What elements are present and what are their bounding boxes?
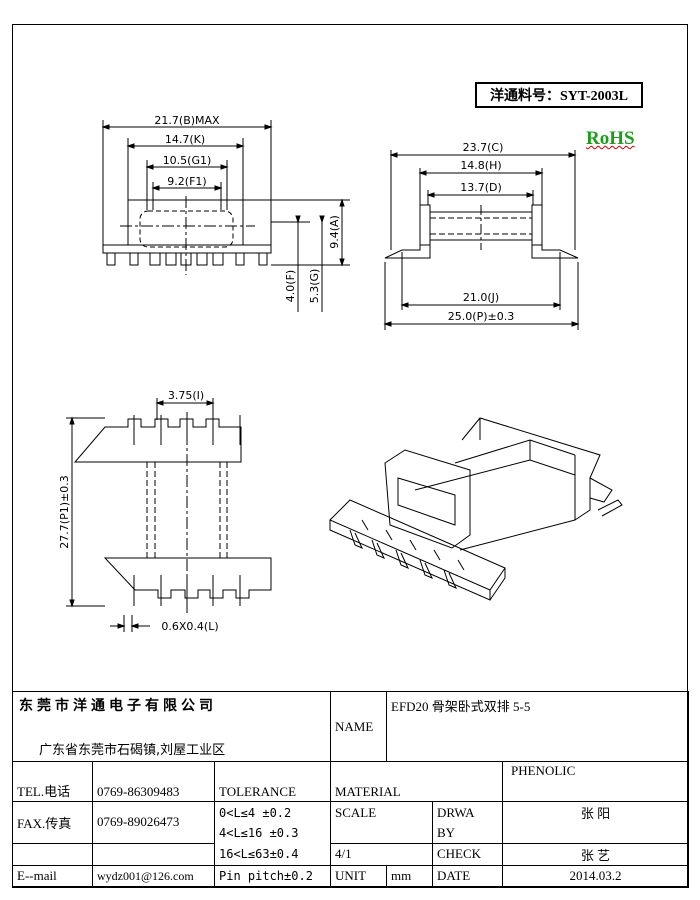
material-value: PHENOLIC — [501, 761, 690, 802]
check-value: 张 艺 — [501, 842, 690, 866]
dim-p: 25.0(P)±0.3 — [448, 310, 514, 323]
email-label: E--mail — [12, 864, 93, 888]
technical-drawing: 21.7(B)MAX 14.7(K) 10.5(G1) 9.2(F1) 9.4(… — [58, 114, 623, 633]
check-label: CHECK — [432, 842, 503, 866]
drawn-by-label-1: DRWA — [432, 801, 503, 823]
unit-value: mm — [386, 864, 433, 888]
drawn-by-value: 张 阳 — [501, 801, 690, 823]
dim-f1: 9.2(F1) — [167, 175, 206, 188]
dim-b-max: 21.7(B)MAX — [154, 114, 220, 127]
dim-j: 21.0(J) — [463, 291, 499, 304]
dim-f: 4.0(F) — [284, 270, 297, 302]
date-label: DATE — [432, 864, 503, 888]
name-label: NAME — [330, 691, 387, 762]
pin-pitch: Pin pitch±0.2 — [214, 864, 331, 888]
rohs-mark: RoHS — [586, 128, 635, 149]
drawn-by-spacer — [501, 823, 690, 844]
fax-label: FAX.传真 — [12, 801, 93, 844]
scale-label: SCALE — [330, 801, 433, 823]
tolerance-range-3: 16<L≤63±0.4 — [214, 843, 331, 866]
dim-l: 0.6X0.4(L) — [161, 620, 218, 633]
dim-d: 13.7(D) — [460, 181, 502, 194]
scale-spacer — [330, 823, 433, 844]
side-view — [383, 150, 580, 330]
tolerance-range-2: 4<L≤16 ±0.3 — [214, 823, 331, 843]
company-address: 广东省东莞市石碣镇,刘屋工业区 — [39, 743, 226, 758]
fax-value: 0769-89026473 — [92, 801, 215, 844]
tel-label: TEL.电话 — [12, 761, 93, 802]
company-cell: 东莞市洋通电子有限公司 广东省东莞市石碣镇,刘屋工业区 — [12, 691, 331, 762]
email-value: wydz001@126.com — [92, 864, 215, 888]
tel-value: 0769-86309483 — [92, 761, 215, 802]
company-name: 东莞市洋通电子有限公司 — [19, 698, 217, 714]
dim-a: 9.4(A) — [328, 215, 341, 249]
drawn-by-label-2: BY — [432, 823, 503, 844]
tolerance-label: TOLERANCE — [214, 761, 331, 802]
fax-spacer-2 — [92, 843, 215, 865]
fax-spacer-1 — [12, 843, 93, 865]
bottom-view — [66, 398, 272, 632]
title-block: 东莞市洋通电子有限公司 广东省东莞市石碣镇,刘屋工业区 NAME EFD20 骨… — [12, 691, 690, 888]
scale-value: 4/1 — [330, 842, 433, 866]
tolerance-range-1: 0<L≤4 ±0.2 — [214, 801, 331, 823]
material-label: MATERIAL — [330, 761, 503, 802]
dim-i: 3.75(I) — [168, 389, 204, 402]
name-value: EFD20 骨架卧式双排 5-5 — [385, 691, 690, 762]
dim-c: 23.7(C) — [463, 141, 504, 154]
isometric-view — [329, 417, 623, 601]
date-value: 2014.03.2 — [501, 864, 690, 888]
dim-g1: 10.5(G1) — [163, 154, 212, 167]
part-number-box: 洋通料号：SYT-2003L — [475, 82, 643, 108]
dim-p1: 27.7(P1)±0.3 — [58, 475, 71, 548]
dim-h: 14.8(H) — [460, 159, 501, 172]
unit-label: UNIT — [330, 864, 387, 888]
dim-g: 5.3(G) — [308, 269, 321, 304]
front-view — [101, 120, 350, 312]
dim-k: 14.7(K) — [165, 133, 205, 146]
